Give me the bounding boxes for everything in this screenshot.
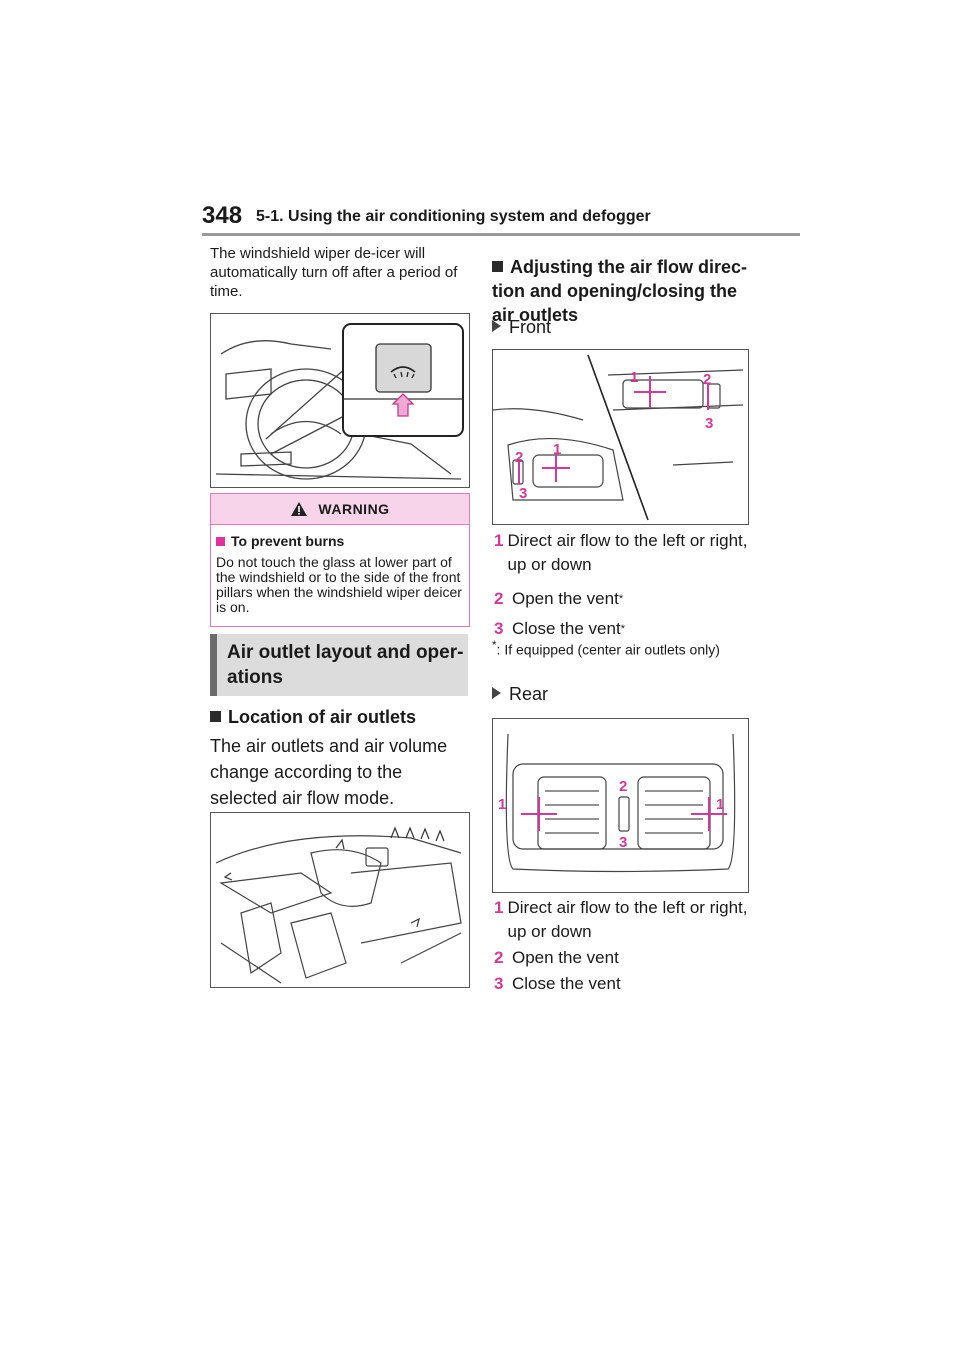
front-steps-list: 1 Direct air flow to the left or right, … <box>494 529 754 641</box>
location-heading-row: Location of air outlets <box>210 705 416 729</box>
bullet-square-icon <box>216 537 225 546</box>
warning-header: WARNING <box>211 494 469 525</box>
step-text: Open the vent <box>512 589 619 608</box>
bullet-square-icon <box>210 711 221 722</box>
step-number: 1 <box>494 531 504 550</box>
step-superscript: * <box>618 593 624 605</box>
rear-step-3: 3 Close the vent <box>494 972 754 996</box>
warning-subheading-row: To prevent burns <box>216 533 469 549</box>
footnote: *: If equipped (center air outlets only) <box>492 637 742 659</box>
rear-label-row: Rear <box>492 681 548 707</box>
warning-triangle-icon <box>291 502 308 516</box>
step-number: 2 <box>494 948 504 967</box>
rear-callout-1b: 1 <box>716 796 724 813</box>
warning-text: Do not touch the glass at lower part of … <box>216 554 462 615</box>
rear-callout-2: 2 <box>619 778 627 795</box>
bullet-square-icon <box>492 261 503 272</box>
front-callout-2b: 2 <box>515 449 523 466</box>
step-number: 3 <box>494 974 504 993</box>
page-number: 348 <box>202 202 243 229</box>
step-text: Close the vent <box>512 974 621 993</box>
step-number: 3 <box>494 619 504 638</box>
header-rule <box>202 233 800 236</box>
front-step-3: 3 Close the vent* <box>494 617 754 641</box>
running-header: 5-1. Using the air conditioning system a… <box>256 208 651 225</box>
rear-steps-list: 1 Direct air flow to the left or right, … <box>494 896 754 996</box>
location-text: The air outlets and air volume change ac… <box>210 736 448 808</box>
front-step-1: 1 Direct air flow to the left or right, … <box>494 529 754 577</box>
rear-callout-3: 3 <box>619 834 627 851</box>
triangle-bullet-icon <box>492 687 501 699</box>
warning-box: WARNING To prevent burns Do not touch th… <box>210 493 470 627</box>
intro-text: The windshield wiper de-icer will automa… <box>210 245 458 300</box>
footnote-mark: * <box>492 639 497 652</box>
step-text: Close the vent <box>512 619 621 638</box>
step-number: 2 <box>494 589 504 608</box>
front-callout-1a: 1 <box>630 369 638 386</box>
location-heading: Location of air outlets <box>228 707 417 727</box>
step-number: 1 <box>494 898 504 917</box>
warning-title: WARNING <box>318 501 390 517</box>
front-callout-3b: 3 <box>519 485 527 502</box>
step-text: Open the vent <box>512 948 619 967</box>
front-label-row: Front <box>492 314 551 340</box>
adjusting-heading: Adjusting the air flow direc-tion and op… <box>492 257 748 325</box>
rear-label: Rear <box>509 684 549 704</box>
step-superscript: * <box>620 623 625 635</box>
section-title: Air outlet layout and oper-ations <box>210 634 468 696</box>
deicer-switch-illustration <box>210 313 470 488</box>
footnote-text: : If equipped (center air outlets only) <box>496 641 720 658</box>
cabin-air-outlets-illustration <box>210 812 470 988</box>
rear-step-2: 2 Open the vent <box>494 946 754 970</box>
front-step-2: 2 Open the vent* <box>494 587 754 611</box>
front-callout-2a: 2 <box>703 371 711 388</box>
front-callout-1b: 1 <box>553 441 561 458</box>
rear-air-outlets-illustration: 1 2 3 1 <box>492 718 749 893</box>
warning-subheading: To prevent burns <box>231 533 345 549</box>
step-text: Direct air flow to the left or right, up… <box>507 898 748 941</box>
triangle-bullet-icon <box>492 320 501 332</box>
front-air-outlets-illustration: 1 2 3 1 2 3 <box>492 349 749 525</box>
front-callout-3a: 3 <box>705 415 713 432</box>
rear-callout-1a: 1 <box>498 796 506 813</box>
rear-step-1: 1 Direct air flow to the left or right, … <box>494 896 754 944</box>
front-label: Front <box>509 317 552 337</box>
adjusting-heading-row: Adjusting the air flow direc-tion and op… <box>492 255 762 327</box>
step-text: Direct air flow to the left or right, up… <box>507 531 748 574</box>
